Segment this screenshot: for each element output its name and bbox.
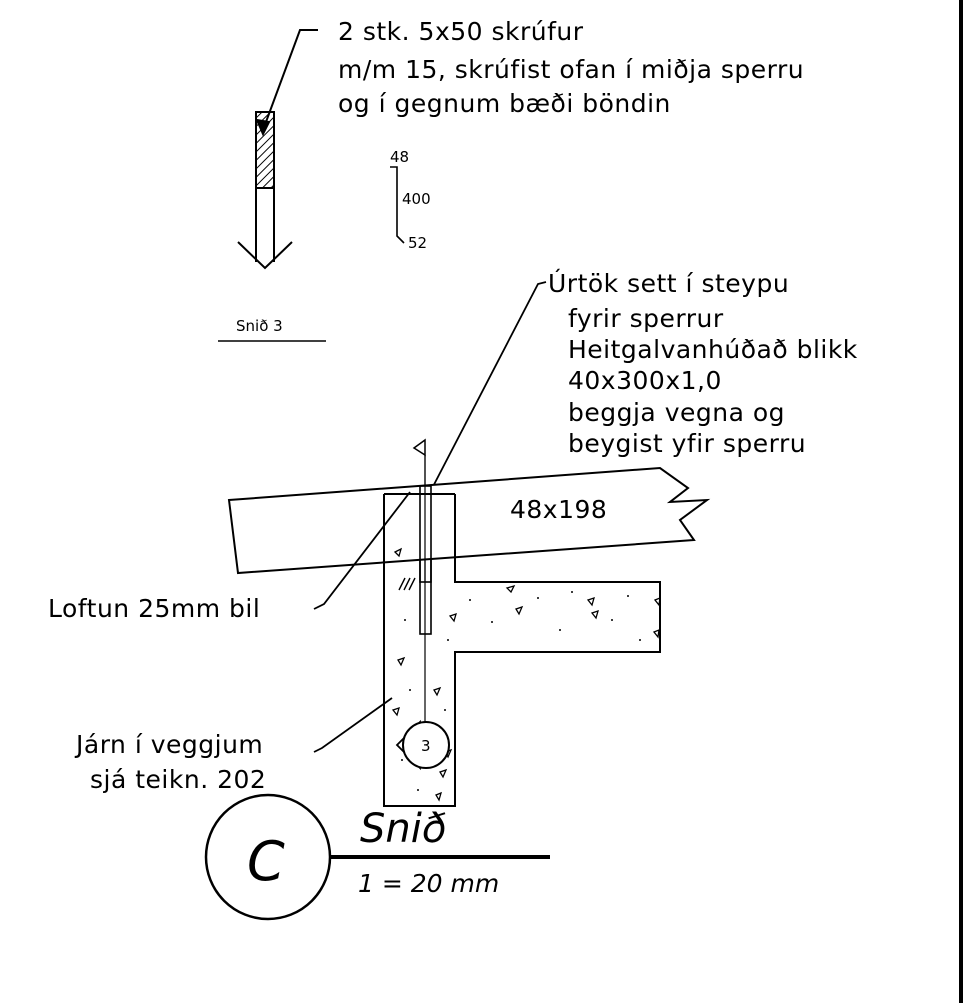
bracket-note-line-3: Heitgalvanhúðað blikk [568,335,858,364]
aggregate-dot [401,759,403,761]
aggregate-dot [469,599,471,601]
section-direction-arrow [237,241,293,270]
snid3-label: Snið 3 [236,317,283,335]
section-title-block: C Snið 1 = 20 mm [204,793,550,921]
aggregate-mark [435,791,442,802]
dimension-top: 48 [390,148,409,166]
vent-mark-3 [408,577,416,591]
wall-top-over-rafter [383,455,456,583]
aggregate-mark [391,706,400,717]
aggregate-dot [627,595,629,597]
aggregate-mark [586,596,595,607]
center-line-flag [412,438,426,457]
dimension-bottom: 52 [408,234,427,252]
screw-leader-line [262,29,318,131]
aggregate-mark [590,609,599,620]
aggregate-dot [417,789,419,791]
detail-marker-circle [402,721,450,769]
screw-note: 2 stk. 5x50 skrúfur m/m 15, skrúfist ofa… [338,17,804,118]
detail-marker: 3 [395,719,450,771]
bracket-note-line-1: Úrtök sett í steypu [548,268,789,298]
aggregate-mark [505,584,516,594]
rafter [227,466,711,575]
aggregate-dot [444,709,446,711]
bracket-note-line-2: fyrir sperrur [568,304,724,333]
aggregate-mark [397,656,406,667]
section-title-scale: 1 = 20 mm [358,869,499,898]
bracket-leader-line [425,281,547,501]
section-title-letter: C [247,830,285,893]
aggregate-dot [639,639,641,641]
aggregate-dot [409,689,411,691]
rebar-note-line-1: Járn í veggjum [74,730,263,759]
aggregate-mark [652,628,660,639]
rebar-leader-line [313,697,393,753]
section-title-name: Snið [360,806,446,852]
screw-note-line-3: og í gegnum bæði böndin [338,89,671,118]
bracket-note-line-6: beygist yfir sperru [568,429,806,458]
rafter-section-hatched [255,111,275,189]
screw-note-line-2: m/m 15, skrúfist ofan í miðja sperru [338,55,804,84]
bracket-note-line-5: beggja vegna og [568,398,785,427]
screw-detail [237,29,318,270]
loftun-leader-line [313,491,411,610]
detail-marker-number: 3 [421,737,431,755]
bracket-note: Úrtök sett í steypu fyrir sperrur Heitga… [548,268,858,458]
rebar-note-line-2: sjá teikn. 202 [90,765,266,794]
aggregate-mark [448,612,457,623]
aggregate-dot [571,591,573,593]
aggregate-dot [447,639,449,641]
rafter-label: 48x198 [510,495,607,524]
aggregate-dot [559,629,561,631]
aggregate-mark [653,596,661,607]
aggregate-mark [515,605,524,616]
bracket-note-line-4: 40x300x1,0 [568,366,722,395]
concrete-dots [401,591,641,791]
vent-mark-1 [398,577,406,591]
aggregate-dot [404,619,406,621]
screw-note-line-1: 2 stk. 5x50 skrúfur [338,17,584,46]
dimension-string: 48 400 52 [390,148,431,252]
aggregate-dot [491,621,493,623]
aggregate-dot [611,619,613,621]
loftun-label: Loftun 25mm bil [48,594,260,623]
screw-leader-arrowhead [255,118,271,137]
rafter-outline [227,466,711,575]
aggregate-mark [439,768,448,779]
dimension-middle: 400 [402,190,431,208]
dimension-line [390,166,405,244]
vent-mark-2 [403,577,411,591]
aggregate-mark [393,547,403,558]
aggregate-dot [537,597,539,599]
aggregate-mark [433,686,442,697]
